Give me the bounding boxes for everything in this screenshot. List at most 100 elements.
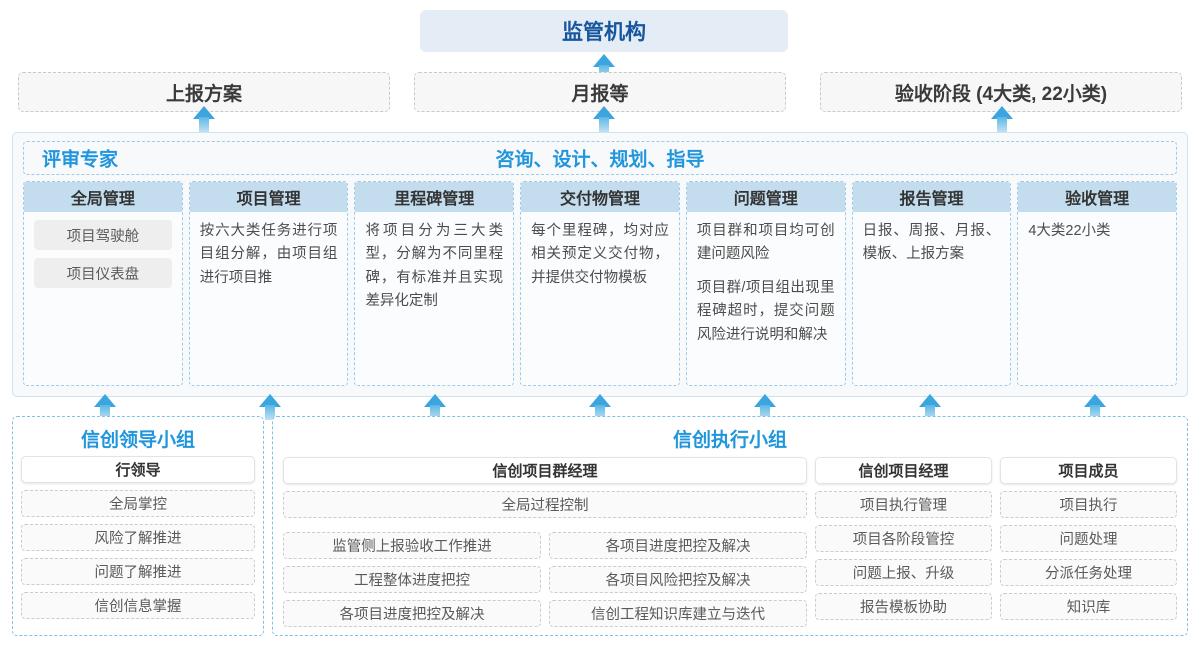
arrow-shaft [1090, 405, 1100, 420]
column-header: 里程碑管理 [355, 182, 514, 212]
column-body: 项目驾驶舱 项目仪表盘 [24, 212, 182, 385]
arrow-head [589, 394, 611, 407]
column-header: 交付物管理 [521, 182, 679, 212]
arrow-up-icon [919, 394, 941, 420]
management-column-global[interactable]: 全局管理 项目驾驶舱 项目仪表盘 [23, 181, 183, 386]
exec-group-panel: 信创执行小组 信创项目群经理 全局过程控制 监管侧上报验收工作推进 工程整体进度… [272, 416, 1188, 636]
task-cell[interactable]: 信创工程知识库建立与迭代 [549, 600, 807, 627]
role-header[interactable]: 行领导 [21, 456, 255, 483]
task-cell[interactable]: 报告模板协助 [815, 593, 992, 620]
arrow-head [593, 54, 615, 67]
task-cell[interactable]: 信创信息掌握 [21, 592, 255, 619]
project-manager-column: 信创项目经理 项目执行管理 项目各阶段管控 问题上报、升级 报告模板协助 [815, 457, 992, 627]
column-body: 将项目分为三大类型，分解为不同里程碑，有标准并且实现差异化定制 [355, 212, 513, 385]
column-paragraph: 项目群和项目均可创建问题风险 [696, 223, 835, 263]
column-paragraph: 按六大类任务进行项目组分解，由项目组进行项目推 [199, 223, 338, 286]
management-column-report[interactable]: 报告管理 日报、周报、月报、模板、上报方案 [851, 181, 1012, 386]
arrow-up-icon [193, 106, 215, 132]
column-body: 按六大类任务进行项目组分解，由项目组进行项目推 [190, 212, 348, 385]
exec-group-grid: 信创项目群经理 全局过程控制 监管侧上报验收工作推进 工程整体进度把控 各项目进… [283, 457, 1177, 627]
lead-group-title: 信创领导小组 [80, 430, 195, 451]
arrow-up-icon [424, 394, 446, 420]
pill-item[interactable]: 项目仪表盘 [34, 258, 172, 288]
task-cell[interactable]: 项目执行 [1000, 491, 1177, 518]
pill-item[interactable]: 项目驾驶舱 [34, 220, 172, 250]
regulator-label: 监管机构 [562, 21, 646, 44]
arrow-head [754, 394, 776, 407]
column-paragraph: 日报、周报、月报、模板、上报方案 [862, 223, 1001, 263]
task-cell[interactable]: 项目执行管理 [815, 491, 992, 518]
column-paragraph: 将项目分为三大类型，分解为不同里程碑，有标准并且实现差异化定制 [365, 223, 504, 310]
lead-group-panel: 信创领导小组 行领导 全局掌控 风险了解推进 问题了解推进 信创信息掌握 [12, 416, 264, 636]
report-box-label: 月报等 [571, 83, 629, 105]
arrow-shaft [199, 117, 209, 132]
task-cell[interactable]: 各项目风险把控及解决 [549, 566, 807, 593]
role-header[interactable]: 信创项目群经理 [283, 457, 807, 484]
management-columns: 全局管理 项目驾驶舱 项目仪表盘 项目管理 按六大类任务进行项目组分解，由项目组… [23, 181, 1178, 386]
management-column-acceptance[interactable]: 验收管理 4大类22小类 [1017, 181, 1178, 386]
column-body: 每个里程碑，均对应相关预定义交付物，并提供交付物模板 [521, 212, 679, 385]
task-cell[interactable]: 问题上报、升级 [815, 559, 992, 586]
management-column-deliverable[interactable]: 交付物管理 每个里程碑，均对应相关预定义交付物，并提供交付物模板 [520, 181, 680, 386]
arrow-head [593, 106, 615, 119]
report-box-0: 上报方案 [18, 72, 390, 112]
task-cell[interactable]: 各项目进度把控及解决 [283, 600, 541, 627]
task-cell[interactable]: 问题处理 [1000, 525, 1177, 552]
column-header: 报告管理 [852, 182, 1011, 212]
column-header: 问题管理 [686, 182, 845, 212]
project-member-column: 项目成员 项目执行 问题处理 分派任务处理 知识库 [1000, 457, 1177, 627]
exec-group-title: 信创执行小组 [672, 430, 787, 451]
program-manager-left-tasks: 监管侧上报验收工作推进 工程整体进度把控 各项目进度把控及解决 [283, 525, 541, 627]
task-cell[interactable]: 知识库 [1000, 593, 1177, 620]
arrow-shaft [760, 405, 770, 420]
arrow-up-icon [593, 106, 615, 132]
program-manager-column: 信创项目群经理 全局过程控制 监管侧上报验收工作推进 工程整体进度把控 各项目进… [283, 457, 807, 627]
lead-group-body: 行领导 全局掌控 风险了解推进 问题了解推进 信创信息掌握 [13, 456, 263, 619]
arrow-shaft [430, 405, 440, 420]
column-header: 全局管理 [24, 182, 182, 212]
program-manager-subgrid: 监管侧上报验收工作推进 工程整体进度把控 各项目进度把控及解决 各项目进度把控及… [283, 525, 807, 627]
task-cell[interactable]: 工程整体进度把控 [283, 566, 541, 593]
arrow-up-icon [259, 394, 281, 420]
role-header[interactable]: 项目成员 [1000, 457, 1177, 484]
arrow-head [94, 394, 116, 407]
column-paragraph: 4大类22小类 [1028, 223, 1111, 239]
arrow-head [991, 106, 1013, 119]
arrow-head [259, 394, 281, 407]
task-cell[interactable]: 项目各阶段管控 [815, 525, 992, 552]
task-cell[interactable]: 全局掌控 [21, 490, 255, 517]
management-band-header: 评审专家 咨询、设计、规划、指导 [23, 141, 1177, 175]
arrow-up-icon [991, 106, 1013, 132]
arrow-shaft [925, 405, 935, 420]
program-manager-right-tasks: 各项目进度把控及解决 各项目风险把控及解决 信创工程知识库建立与迭代 [549, 525, 807, 627]
management-column-issue[interactable]: 问题管理 项目群和项目均可创建问题风险 项目群/项目组出现里程碑超时，提交问题风… [685, 181, 846, 386]
column-body: 日报、周报、月报、模板、上报方案 [853, 212, 1011, 385]
arrow-shaft [100, 405, 110, 420]
arrow-head [424, 394, 446, 407]
arrow-head [1084, 394, 1106, 407]
role-header[interactable]: 信创项目经理 [815, 457, 992, 484]
review-experts-label: 评审专家 [42, 149, 119, 171]
report-box-2: 验收阶段 (4大类, 22小类) [820, 72, 1182, 112]
arrow-up-icon [94, 394, 116, 420]
arrow-shaft [599, 117, 609, 132]
task-cell[interactable]: 问题了解推进 [21, 558, 255, 585]
arrow-up-icon [754, 394, 776, 420]
column-paragraph: 项目群/项目组出现里程碑超时，提交问题风险进行说明和解决 [696, 279, 835, 343]
column-paragraph: 每个里程碑，均对应相关预定义交付物，并提供交付物模板 [531, 223, 669, 286]
task-cell[interactable]: 风险了解推进 [21, 524, 255, 551]
management-column-milestone[interactable]: 里程碑管理 将项目分为三大类型，分解为不同里程碑，有标准并且实现差异化定制 [354, 181, 515, 386]
task-cell[interactable]: 各项目进度把控及解决 [549, 532, 807, 559]
arrow-shaft [265, 405, 275, 420]
task-cell[interactable]: 分派任务处理 [1000, 559, 1177, 586]
management-column-project[interactable]: 项目管理 按六大类任务进行项目组分解，由项目组进行项目推 [188, 181, 349, 386]
arrow-head [193, 106, 215, 119]
arrow-up-icon [589, 394, 611, 420]
management-band: 评审专家 咨询、设计、规划、指导 全局管理 项目驾驶舱 项目仪表盘 项目管理 按… [12, 132, 1188, 397]
report-box-label: 验收阶段 (4大类, 22小类) [894, 83, 1108, 105]
arrow-up-icon [1084, 394, 1106, 420]
task-cell[interactable]: 监管侧上报验收工作推进 [283, 532, 541, 559]
arrow-head [919, 394, 941, 407]
task-cell[interactable]: 全局过程控制 [283, 491, 807, 518]
